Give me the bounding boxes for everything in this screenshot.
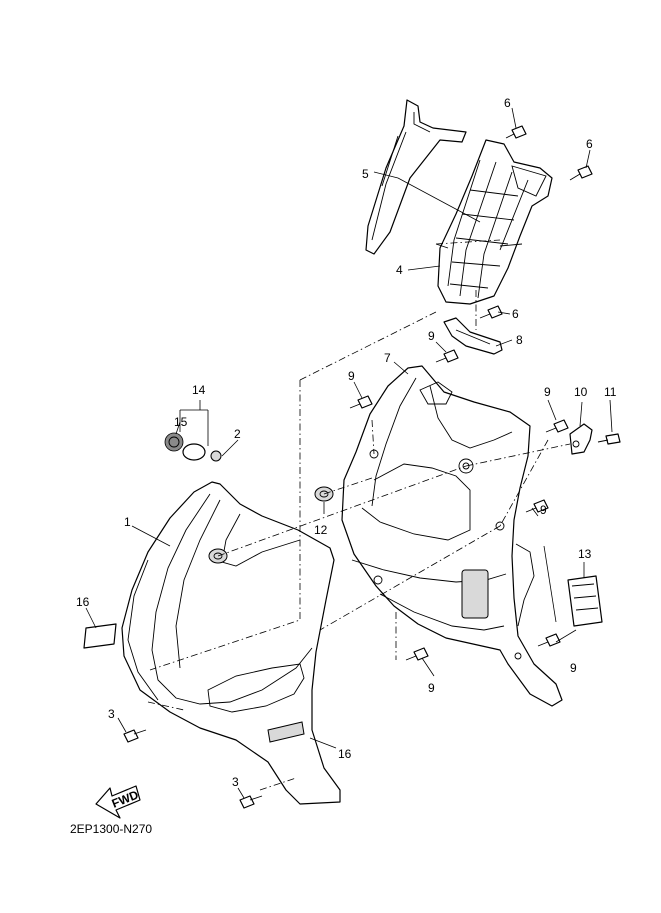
callout-7: 7 [384, 351, 391, 365]
callout-16-left: 16 [76, 595, 90, 609]
callout-6-top: 6 [504, 96, 511, 110]
callout-3-left: 3 [108, 707, 115, 721]
part-4-grille [435, 139, 553, 305]
assembly-lines [147, 239, 571, 791]
fwd-label: FWD [110, 787, 141, 810]
part-1-front-cover [121, 481, 341, 805]
callout-1: 1 [124, 515, 131, 529]
part-5-trim-strip [365, 99, 467, 255]
part-13-panel [567, 575, 603, 627]
part-15-emblem-badge [164, 432, 184, 452]
callout-3-bottom: 3 [232, 775, 239, 789]
callout-4: 4 [396, 263, 403, 277]
callout-9-bottom: 9 [428, 681, 435, 695]
part-7-leg-shield [341, 365, 563, 707]
callout-9-right: 9 [544, 385, 551, 399]
callout-14: 14 [192, 383, 206, 397]
part-10-clip [569, 423, 593, 455]
callout-numbers: 6 6 5 4 6 8 9 7 9 9 10 11 14 15 2 9 12 1… [76, 96, 617, 789]
callout-16-right: 16 [338, 747, 352, 761]
part-16-label [83, 623, 117, 649]
callout-9-upper: 9 [428, 329, 435, 343]
callout-5: 5 [362, 167, 369, 181]
callout-11: 11 [604, 385, 617, 399]
callout-6-right: 6 [586, 137, 593, 151]
part-8-bracket [443, 317, 503, 355]
callout-10: 10 [574, 385, 588, 399]
callout-9-mid: 9 [540, 503, 547, 517]
callout-12: 12 [314, 523, 328, 537]
callout-6-lower: 6 [512, 307, 519, 321]
callout-9-lower-right: 9 [570, 661, 577, 675]
fwd-arrow-icon: FWD [95, 785, 141, 819]
callout-13: 13 [578, 547, 592, 561]
callout-8: 8 [516, 333, 523, 347]
drawing-code: 2EP1300-N270 [70, 822, 153, 836]
part-2-nut [210, 450, 222, 462]
part-14-emblem-base [182, 443, 206, 461]
screw-icon [123, 125, 621, 809]
callout-2: 2 [234, 427, 241, 441]
callout-9-left: 9 [348, 369, 355, 383]
callout-15: 15 [174, 415, 188, 429]
leader-lines [85, 107, 613, 799]
